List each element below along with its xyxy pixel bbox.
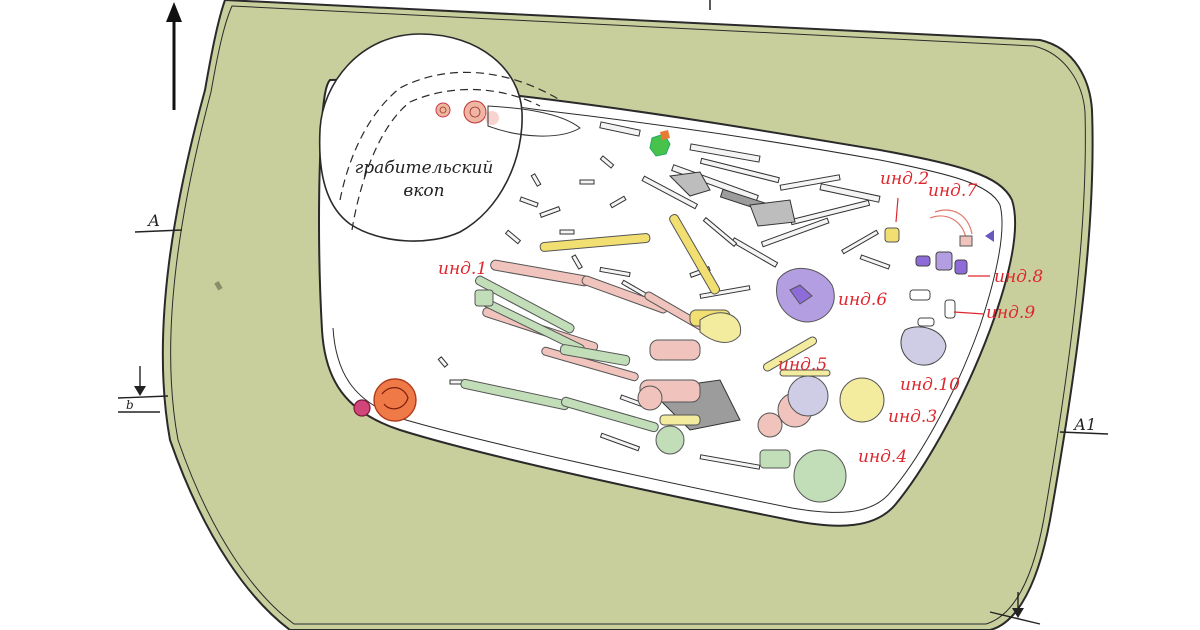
label-ind-8: инд.8 [994,267,1043,287]
label-ind-4: инд.4 [858,447,907,467]
north-arrow-icon [166,2,182,110]
ind-7-fragment [985,230,994,242]
robbery-pit-dashed-line [351,88,541,231]
grave-pit-inner-outline [170,5,1086,625]
skeleton-ind-4 [460,275,847,503]
vessel-group-lower-left [353,378,417,422]
label-ind-7: инд.7 [928,181,977,201]
label-ind-2: инд.2 [880,169,929,189]
small-stone [214,281,223,291]
label-leader-lines [895,197,990,315]
label-ind-5: инд.5 [778,355,827,375]
disarticulated-bones [437,121,891,470]
skeleton-ind-7 [929,209,973,239]
skeleton-ind-8 [915,251,968,275]
label-ind-9: инд.9 [986,303,1035,323]
section-line-a1 [1059,431,1109,435]
skeleton-ind-2-bone [699,312,742,343]
section-marker-b [117,366,169,413]
skeleton-ind-10 [900,326,947,366]
orange-object [660,130,670,140]
robbery-pit-label: вкоп [403,181,444,201]
section-label-b: b [126,398,134,412]
skeleton-ind-5 [787,375,829,417]
burial-chamber-inner-line [332,89,1003,513]
robbery-pit-label: грабительский [355,158,494,178]
section-label-a1: А1 [1073,415,1096,434]
vessel-group-robbery-pit [435,100,581,137]
section-label-a: А [147,211,160,230]
label-ind-6: инд.6 [838,290,887,310]
section-marker-bottom-right [989,592,1041,625]
section-line-a [134,229,183,233]
label-ind-10: инд.10 [900,375,960,395]
robbery-pit [318,33,523,242]
skeleton-ind-3 [659,336,885,426]
skeleton-ind-6 [776,267,835,323]
skeleton-ind-9 [909,289,956,327]
robbery-pit-dashed-line [339,71,561,201]
label-ind-3: инд.3 [888,407,937,427]
ind-7-bone [959,235,973,247]
label-ind-1: инд.1 [438,259,487,279]
